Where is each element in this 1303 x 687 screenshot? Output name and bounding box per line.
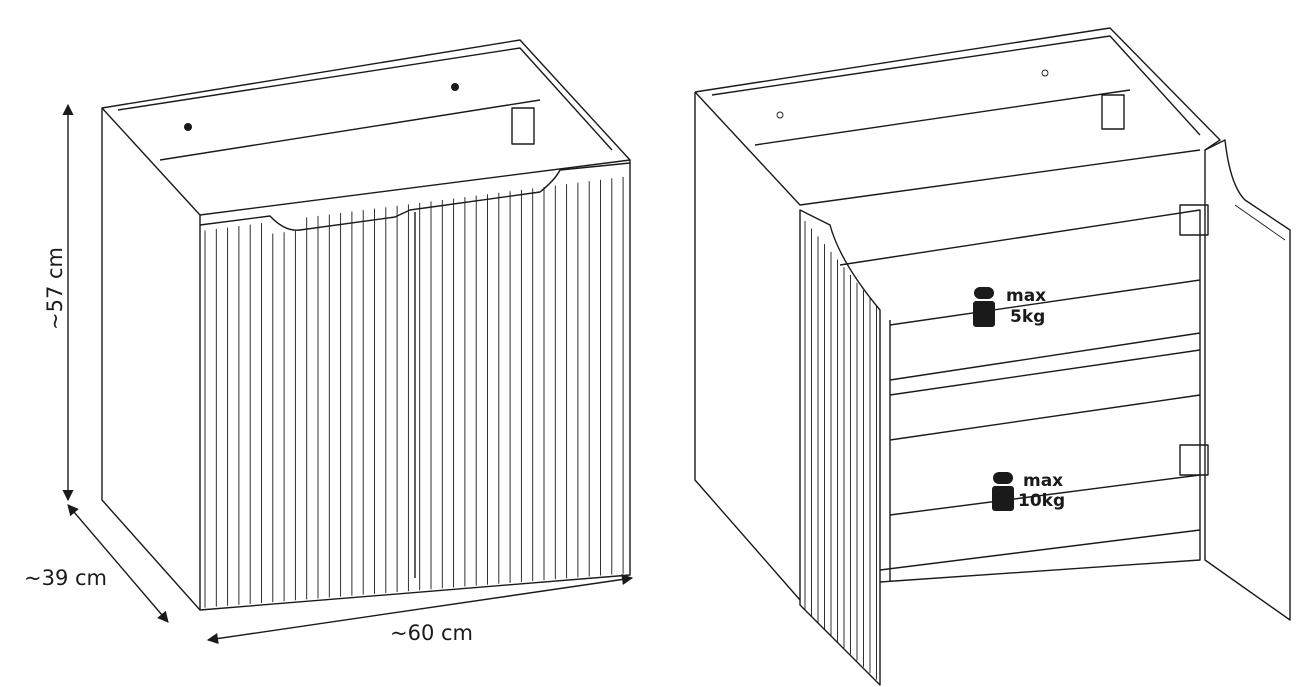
height-dimension: ~57 cm — [43, 103, 74, 502]
svg-text:10kg: 10kg — [1018, 491, 1065, 511]
svg-text:max: max — [1023, 471, 1063, 491]
mounting-hole — [184, 123, 192, 131]
door-flutes — [804, 220, 877, 680]
height-label: ~57 cm — [43, 247, 67, 330]
hinge — [1179, 444, 1209, 476]
wall-bracket — [1101, 94, 1125, 130]
hinge — [1179, 204, 1209, 236]
width-label: ~60 cm — [390, 621, 473, 645]
open-cabinet-view — [694, 27, 1291, 686]
depth-label: ~39 cm — [24, 566, 107, 590]
width-dimension: ~60 cm — [206, 573, 634, 645]
upper-shelf-load: max 5kg — [973, 286, 1046, 327]
weight-icon — [992, 472, 1014, 511]
closed-cabinet-view — [101, 39, 631, 611]
svg-text:max: max — [1006, 286, 1046, 306]
weight-icon — [973, 287, 995, 327]
door-flutes — [204, 176, 624, 608]
svg-text:5kg: 5kg — [1010, 307, 1045, 327]
depth-dimension: ~39 cm — [24, 504, 169, 623]
mounting-hole — [1041, 69, 1049, 77]
mounting-hole — [451, 83, 459, 91]
mounting-hole — [776, 111, 784, 119]
lower-shelf-load: max 10kg — [992, 471, 1065, 511]
wall-bracket — [511, 107, 535, 145]
